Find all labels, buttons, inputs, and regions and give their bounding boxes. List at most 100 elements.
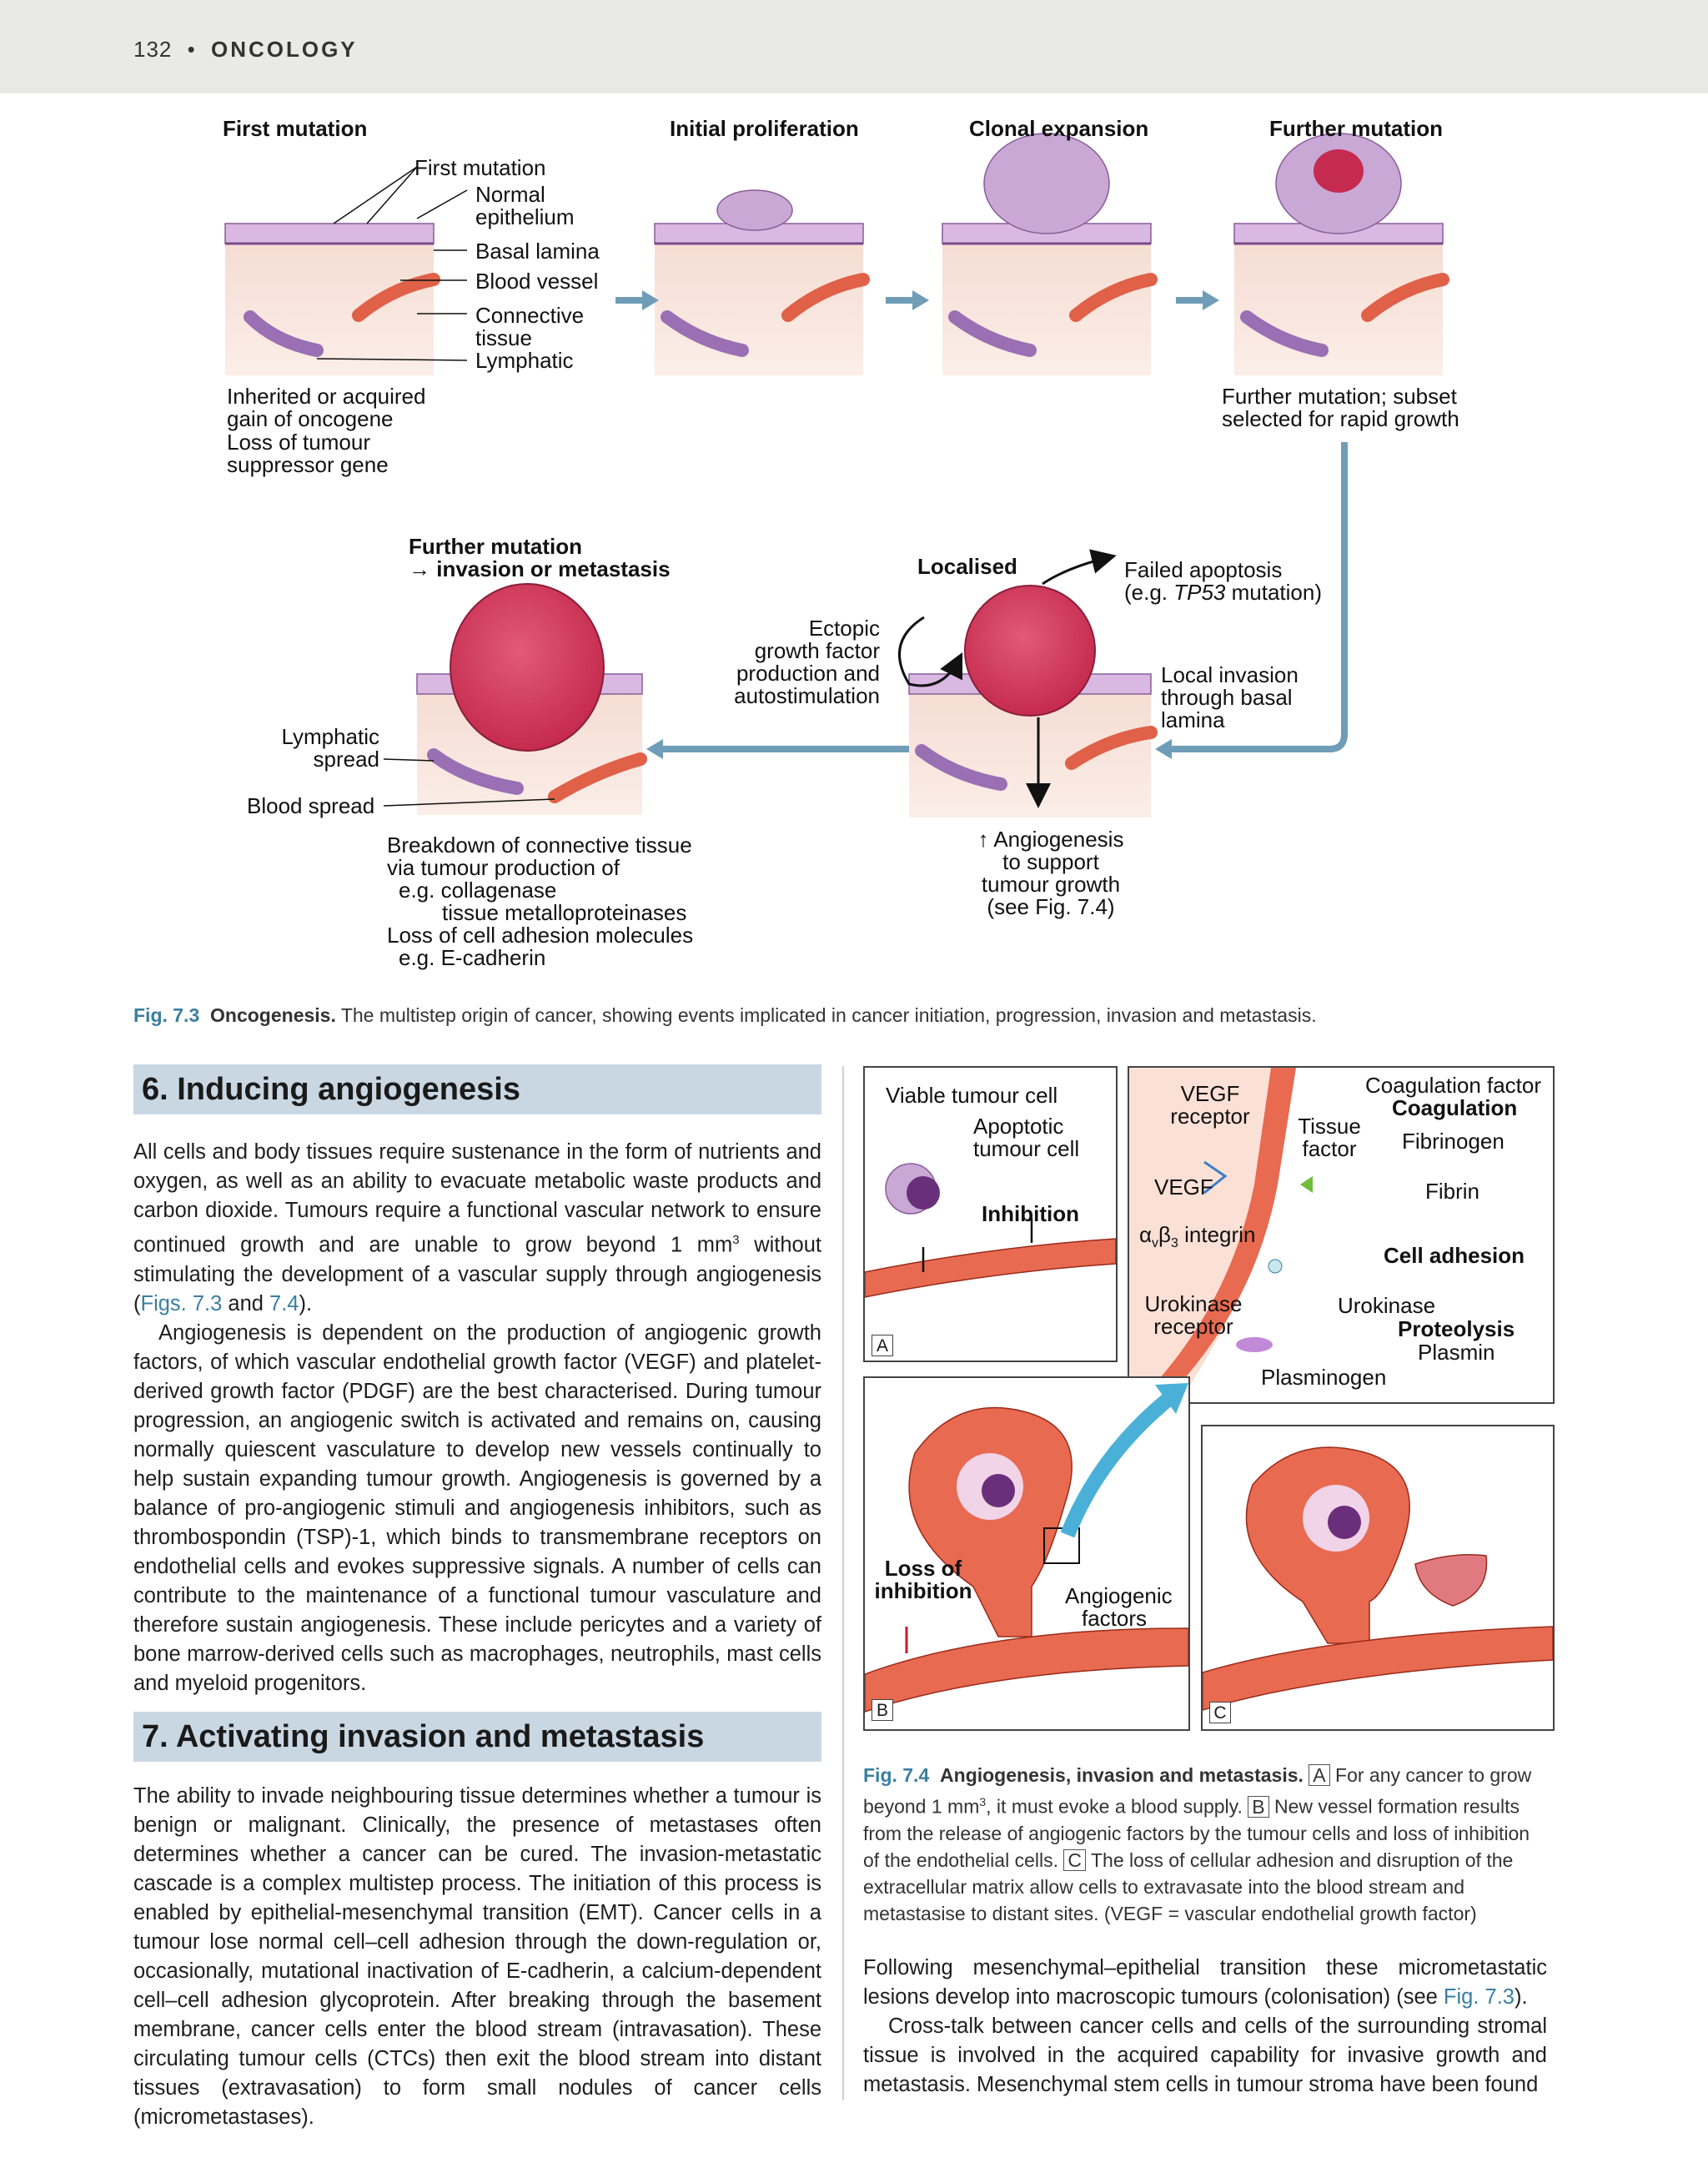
stage-title-further-mutation: Further mutation (1269, 116, 1443, 141)
vegf: VEGF (1154, 1174, 1213, 1200)
blood-spread: Blood spread (247, 793, 375, 818)
section-7-heading: 7. Activating invasion and metastasis (133, 1712, 821, 1762)
ectopic-4: autostimulation (734, 683, 880, 708)
return-arrow (1172, 442, 1348, 752)
page-number: 132 (133, 37, 173, 62)
first-note-2: gain of oncogene (227, 406, 394, 431)
angio-note-1: ↑ Angiogenesis (977, 827, 1124, 852)
fig-7-4-title: Angiogenesis, invasion and metastasis. (940, 1764, 1304, 1786)
apoptotic-1: Apoptotic (973, 1114, 1064, 1139)
stage-title-initial-proliferation: Initial proliferation (670, 116, 859, 141)
local-invasion-1: Local invasion (1161, 662, 1299, 687)
section-6-para-2: Angiogenesis is dependent on the product… (133, 1320, 821, 1695)
legend-lymphatic: Lymphatic (475, 348, 574, 373)
link-figs-7-3[interactable]: Figs. 7.3 (140, 1291, 223, 1315)
link-fig-7-3[interactable]: Fig. 7.3 (1443, 1985, 1515, 2009)
vegf-receptor-2: receptor (1170, 1104, 1250, 1129)
panel-b-art (865, 1406, 1188, 1713)
first-note-1: Inherited or acquired (227, 384, 426, 409)
panel-c-label: C (1209, 1702, 1231, 1723)
section-name: ONCOLOGY (210, 37, 358, 62)
legend-blood-vessel: Blood vessel (475, 269, 599, 294)
coagulation-factor: Coagulation factor (1365, 1073, 1542, 1098)
detail-art (1129, 1068, 1313, 1402)
right-para-2: Cross-talk between cancer cells and cell… (863, 2014, 1547, 2096)
tile-further-mutation (1233, 133, 1449, 375)
section-7-body: The ability to invade neighbouring tissu… (133, 1782, 821, 2132)
zoom-arrow (1060, 1383, 1188, 1538)
local-invasion-2: through basal (1161, 685, 1293, 710)
page-header (0, 0, 1708, 93)
fibrinogen: Fibrinogen (1402, 1129, 1505, 1154)
panel-a-label: A (872, 1335, 893, 1356)
breakdown-2: via tumour production of (387, 855, 620, 880)
panel-b-label: B (872, 1699, 893, 1721)
panel-a-art (865, 1163, 1116, 1298)
lymphatic-spread-1: Lymphatic (281, 724, 379, 749)
factors: factors (1082, 1606, 1148, 1631)
apoptotic-2: tumour cell (973, 1136, 1080, 1161)
right-para-1: Following mesenchymal–epithelial transit… (863, 1956, 1547, 2009)
cell-adhesion: Cell adhesion (1384, 1243, 1525, 1268)
failed-apoptosis-example: (e.g. TP53 mutation) (1124, 580, 1323, 605)
local-invasion-3: lamina (1161, 707, 1225, 732)
column-divider (842, 1066, 844, 2100)
invasion-title-1: Further mutation (409, 534, 582, 559)
ectopic-3: production and (736, 661, 880, 686)
section-6-para-1: All cells and body tissues require suste… (133, 1140, 821, 1315)
loss-of: Loss of (884, 1556, 962, 1581)
invasion-title-2: → invasion or metastasis (409, 556, 671, 581)
urokinase: Urokinase (1338, 1293, 1436, 1318)
tile-invasion-metastasis (383, 583, 647, 815)
fig-7-4-panel-a: Viable tumour cell Apoptotic tumour cell… (863, 1066, 1118, 1362)
link-fig-7-4[interactable]: 7.4 (269, 1291, 299, 1315)
legend-epithelium: epithelium (475, 204, 575, 229)
coagulation: Coagulation (1392, 1095, 1518, 1120)
first-note-4: suppressor gene (227, 452, 389, 477)
ectopic-1: Ectopic (808, 616, 880, 641)
fibrin: Fibrin (1425, 1179, 1480, 1204)
breakdown-3: e.g. collagenase (399, 878, 557, 903)
tile-initial-proliferation (654, 189, 870, 375)
tissue-factor-1: Tissue (1298, 1114, 1361, 1139)
fig-7-3-title: Oncogenesis. (210, 1004, 336, 1026)
fig-7-4-panel-b: Loss of inhibition Angiogenic factors B (863, 1376, 1190, 1731)
fig-7-4-label: Fig. 7.4 (863, 1764, 930, 1786)
lymphatic-spread-2: spread (313, 747, 380, 772)
ectopic-2: growth factor (754, 638, 880, 663)
tile-clonal-expansion (942, 133, 1158, 375)
legend-first-mutation: First mutation (414, 155, 546, 180)
section-6-heading: 6. Inducing angiogenesis (133, 1064, 821, 1114)
urokinase-receptor-1: Urokinase (1144, 1291, 1243, 1316)
breakdown-4: tissue metalloproteinases (442, 900, 687, 925)
fig-7-3-text: The multistep origin of cancer, showing … (335, 1004, 1317, 1026)
figure-7-3-oncogenesis (224, 133, 1449, 817)
failed-apoptosis: Failed apoptosis (1124, 557, 1283, 582)
integrin: αvβ3 integrin (1139, 1222, 1256, 1251)
angio-note-2: to support (1002, 849, 1099, 874)
breakdown-5: Loss of cell adhesion molecules (387, 923, 694, 948)
figure-7-4-caption: Fig. 7.4 Angiogenesis, invasion and meta… (863, 1764, 1532, 1924)
viable-tumour-cell: Viable tumour cell (886, 1083, 1058, 1108)
legend-connective: Connective (475, 303, 585, 328)
running-head: 132 • ONCOLOGY (133, 37, 358, 63)
legend-tissue: tissue (475, 325, 532, 350)
inhibition: Inhibition (982, 1201, 1079, 1226)
proteolysis: Proteolysis (1398, 1316, 1515, 1341)
tile-first-mutation (224, 223, 440, 375)
fig-7-3-label: Fig. 7.3 (133, 1004, 200, 1026)
plasminogen: Plasminogen (1261, 1365, 1387, 1390)
fig-7-4-detail: VEGF receptor Tissue factor Coagulation … (1128, 1066, 1555, 1404)
angiogenic: Angiogenic (1065, 1583, 1173, 1608)
tissue-factor-2: factor (1302, 1136, 1357, 1161)
stage-title-first-mutation: First mutation (223, 116, 368, 141)
angio-note-3: tumour growth (981, 872, 1121, 897)
right-column-body: Following mesenchymal–epithelial transit… (863, 1954, 1547, 2100)
further-note-2: selected for rapid growth (1222, 406, 1459, 431)
figure-7-3-caption: Fig. 7.3 Oncogenesis. The multistep orig… (133, 1004, 1317, 1027)
stage-title-clonal-expansion: Clonal expansion (969, 116, 1149, 141)
breakdown-6: e.g. E-cadherin (399, 945, 546, 970)
localised-title: Localised (917, 554, 1017, 579)
section-7-para-1: The ability to invade neighbouring tissu… (133, 1784, 821, 2129)
header-bullet: • (187, 37, 196, 62)
